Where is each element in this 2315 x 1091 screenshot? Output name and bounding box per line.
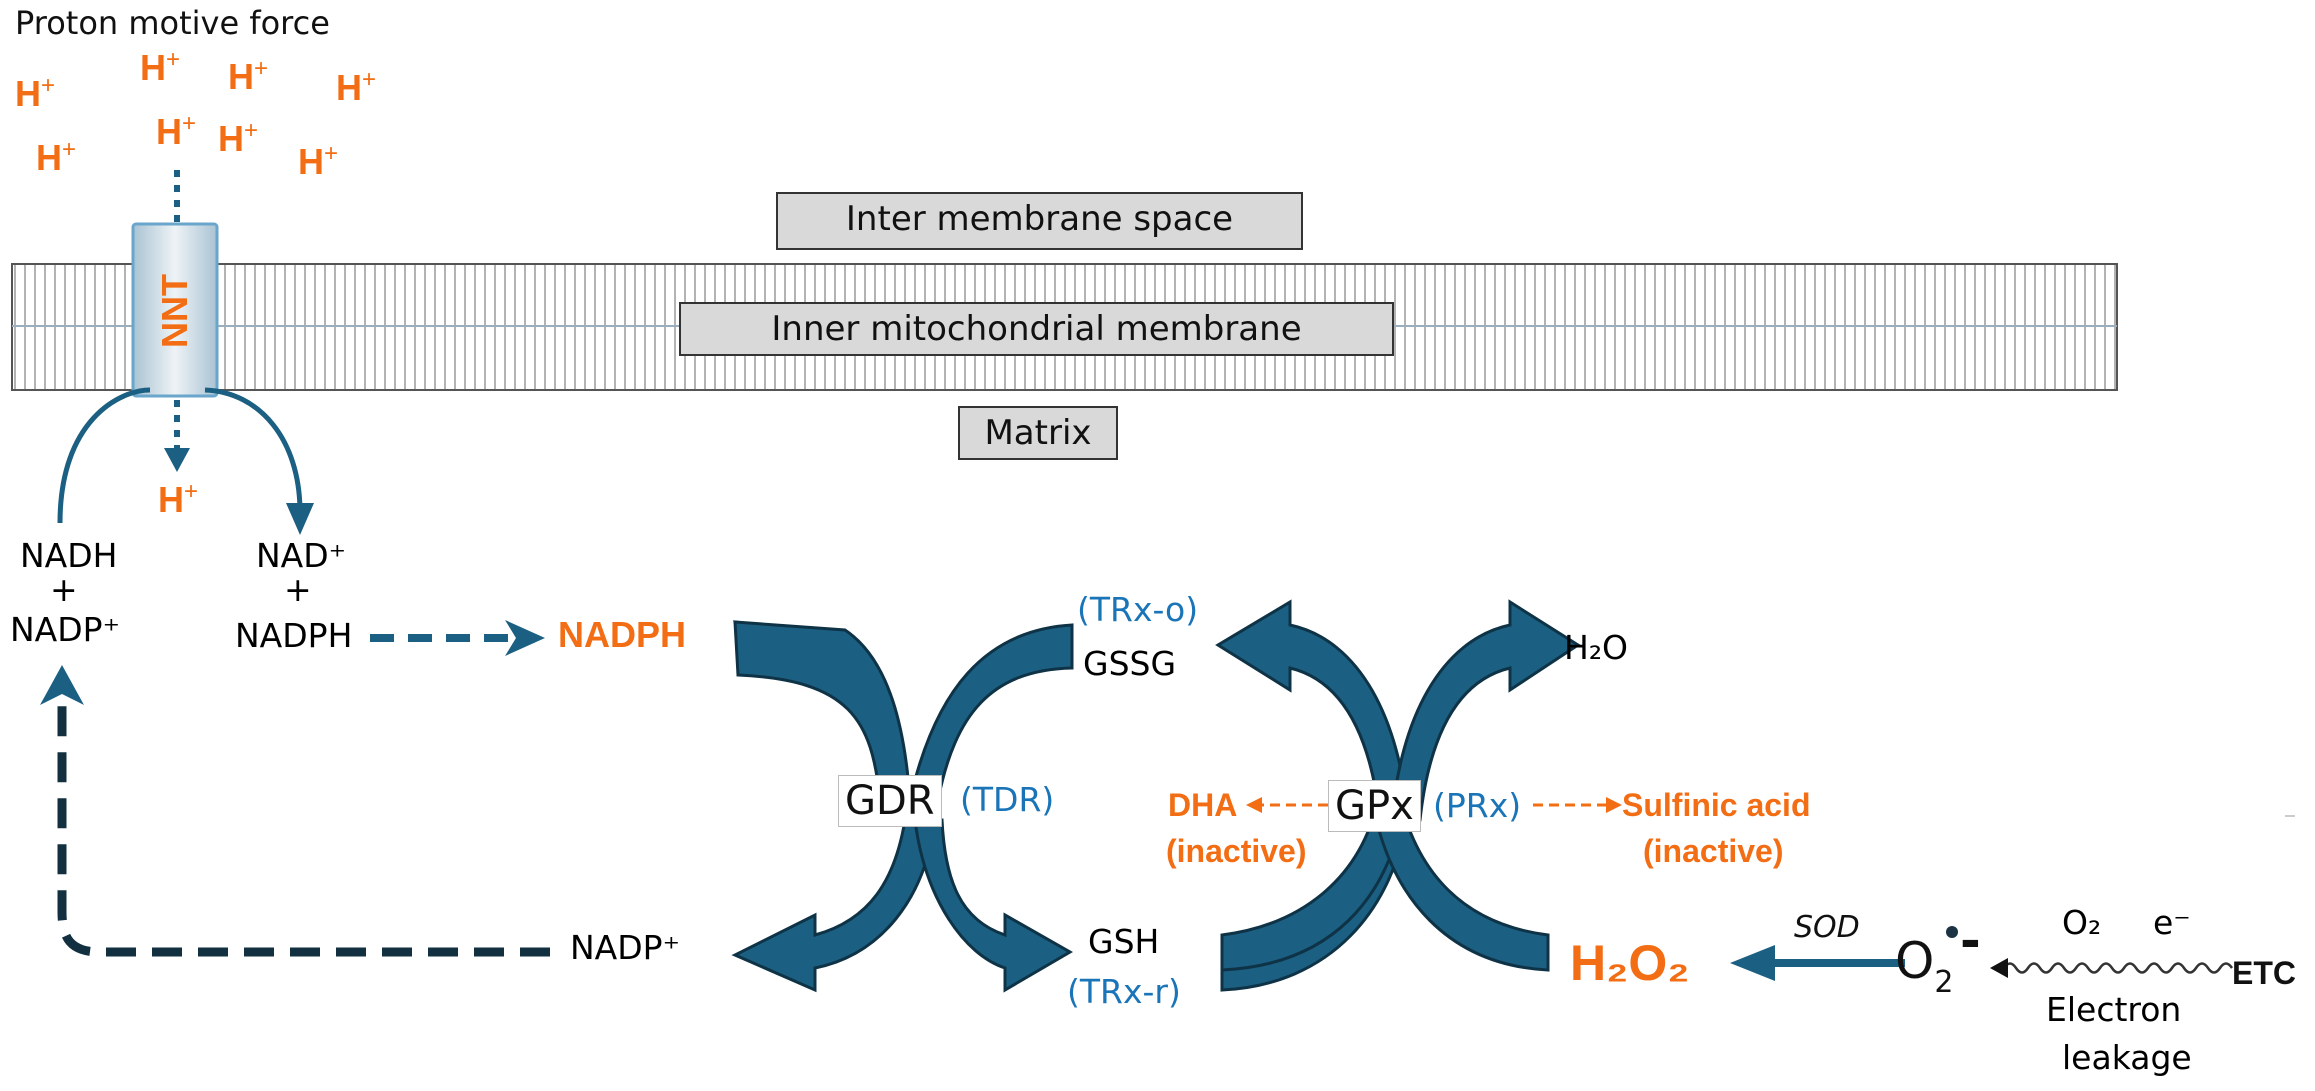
proton-label: H+ <box>36 136 77 178</box>
plus-sign: + <box>50 570 78 609</box>
trx-o-label: (TRx-o) <box>1077 590 1199 629</box>
gdr-enzyme: GDR <box>838 775 942 827</box>
leakage-label: leakage <box>2062 1038 2192 1077</box>
nadph-small-label: NADPH <box>235 616 353 655</box>
plus-sign: + <box>284 570 312 609</box>
electron-label: Electron <box>2046 990 2182 1029</box>
inner-membrane-label: Inner mitochondrial membrane <box>679 302 1394 356</box>
nad-plus-label: NAD⁺ <box>256 536 347 575</box>
h2o-label: H₂O <box>1564 628 1629 667</box>
superoxide-charge: - <box>1960 912 1981 970</box>
matrix-label: Matrix <box>958 406 1118 460</box>
nnt-transporter <box>57 170 314 535</box>
dha-inactive-label: (inactive) <box>1166 833 1307 869</box>
proton-label: H+ <box>336 66 377 108</box>
e-minus-label: e⁻ <box>2153 903 2191 942</box>
sod-label: SOD <box>1794 910 1860 945</box>
tdr-label: (TDR) <box>960 780 1055 819</box>
nadh-label: NADH <box>20 536 118 575</box>
nnt-label: NNT <box>154 274 195 348</box>
gsh-label: GSH <box>1088 922 1160 961</box>
proton-label: H+ <box>218 117 259 159</box>
proton-label: H+ <box>228 55 269 97</box>
proton-label-matrix: H+ <box>158 478 199 520</box>
proton-label: H+ <box>15 72 56 114</box>
dha-label: DHA <box>1168 787 1238 823</box>
proton-label: H+ <box>298 140 339 182</box>
nadp-plus-bottom-label: NADP⁺ <box>570 928 680 967</box>
sulfinic-acid-label: Sulfinic acid <box>1622 787 1811 823</box>
sulfinic-inactive-label: (inactive) <box>1643 833 1784 869</box>
proton-in-arrowhead <box>164 448 190 472</box>
nadp-recycle-arrow <box>40 665 550 957</box>
gssg-label: GSSG <box>1083 644 1177 683</box>
gpx-enzyme: GPx <box>1328 780 1421 832</box>
sod-arrow <box>1730 945 1905 981</box>
nadp-plus-label: NADP⁺ <box>10 610 120 649</box>
proton-label: H+ <box>140 46 181 88</box>
etc-label: ETC <box>2232 955 2296 991</box>
gpx-side-arrows <box>1246 797 1622 813</box>
nadph-transfer-arrow <box>370 620 545 656</box>
radical-dot <box>1946 926 1958 938</box>
prx-label: (PRx) <box>1433 786 1522 825</box>
nadph-main-label: NADPH <box>558 614 687 655</box>
electron-leakage-arrow <box>1990 958 2234 978</box>
proton-label: H+ <box>156 110 197 152</box>
trx-r-label: (TRx-r) <box>1067 972 1181 1011</box>
h2o2-label: H₂O₂ <box>1570 935 1690 991</box>
proton-motive-force-label: Proton motive force <box>15 4 330 42</box>
o2-label: O₂ <box>2062 903 2102 942</box>
superoxide-label: O2 <box>1895 932 1954 1000</box>
gdr-cycle-arrows <box>731 620 1074 993</box>
inter-membrane-space-label: Inter membrane space <box>776 192 1303 250</box>
